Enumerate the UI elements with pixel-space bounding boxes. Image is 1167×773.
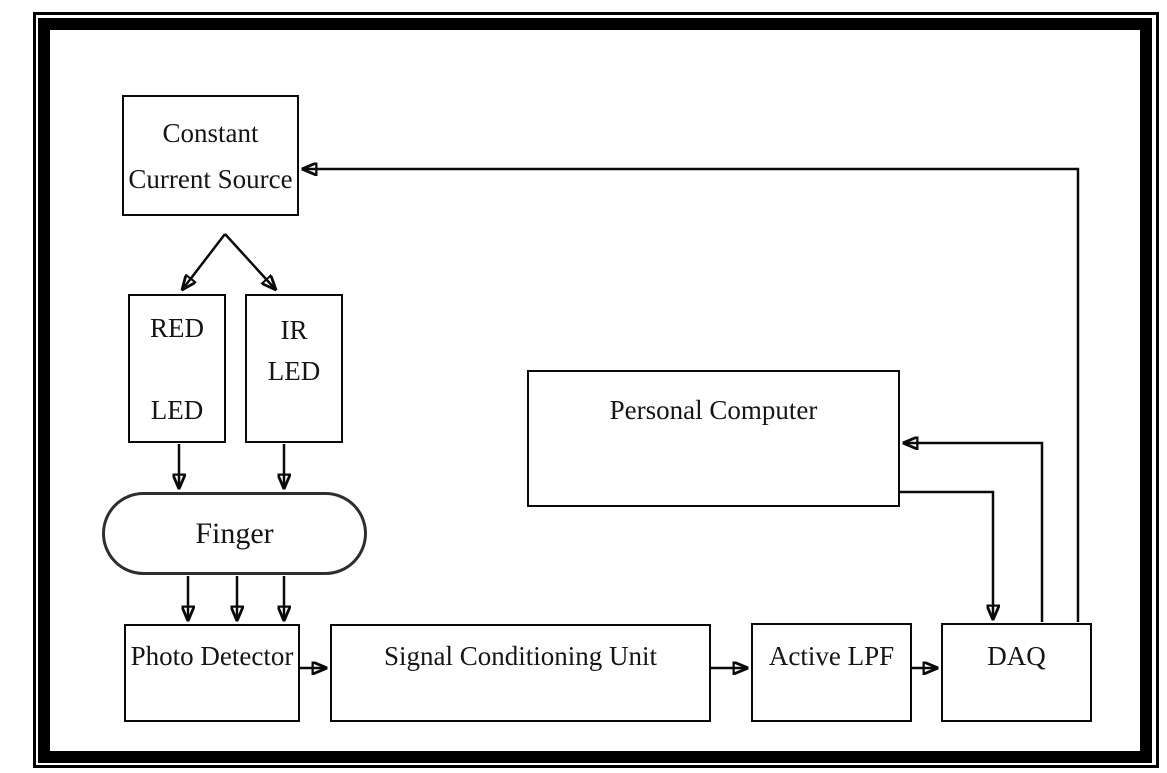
active-lpf-box: Active LPF (751, 623, 912, 722)
arrow-current-source-to-red-led (182, 233, 226, 290)
constant-current-source-label-line1: Constant (162, 117, 259, 148)
arrow-daq-to-constant-current-source (302, 169, 1080, 622)
finger-label: Finger (195, 517, 274, 550)
signal-conditioning-unit-label: Signal Conditioning Unit (383, 641, 658, 671)
active-lpf-label: Active LPF (768, 641, 895, 671)
signal-conditioning-unit-box: Signal Conditioning Unit (330, 624, 711, 722)
constant-current-source-label-line2: Current Source (128, 163, 293, 194)
red-led-label-line2: LED (150, 395, 204, 425)
ir-led-box: IR LED (245, 294, 343, 443)
arrow-current-source-to-ir-led (224, 233, 276, 290)
arrow-daq-to-personal-computer (903, 443, 1044, 622)
ir-led-label-line1: IR (280, 315, 308, 345)
constant-current-source-box: Constant Current Source (122, 95, 299, 216)
red-led-label-line1: RED (150, 313, 204, 343)
finger-stadium: Finger (102, 492, 367, 575)
personal-computer-box: Personal Computer (527, 370, 900, 507)
personal-computer-label: Personal Computer (609, 395, 818, 425)
red-led-box: RED LED (128, 294, 226, 443)
ir-led-label-line2: LED (267, 356, 321, 386)
daq-label: DAQ (987, 641, 1046, 671)
photo-detector-label: Photo Detector (130, 641, 294, 671)
arrow-personal-computer-to-daq (900, 490, 993, 620)
photo-detector-box: Photo Detector (124, 624, 300, 722)
daq-box: DAQ (941, 623, 1092, 722)
